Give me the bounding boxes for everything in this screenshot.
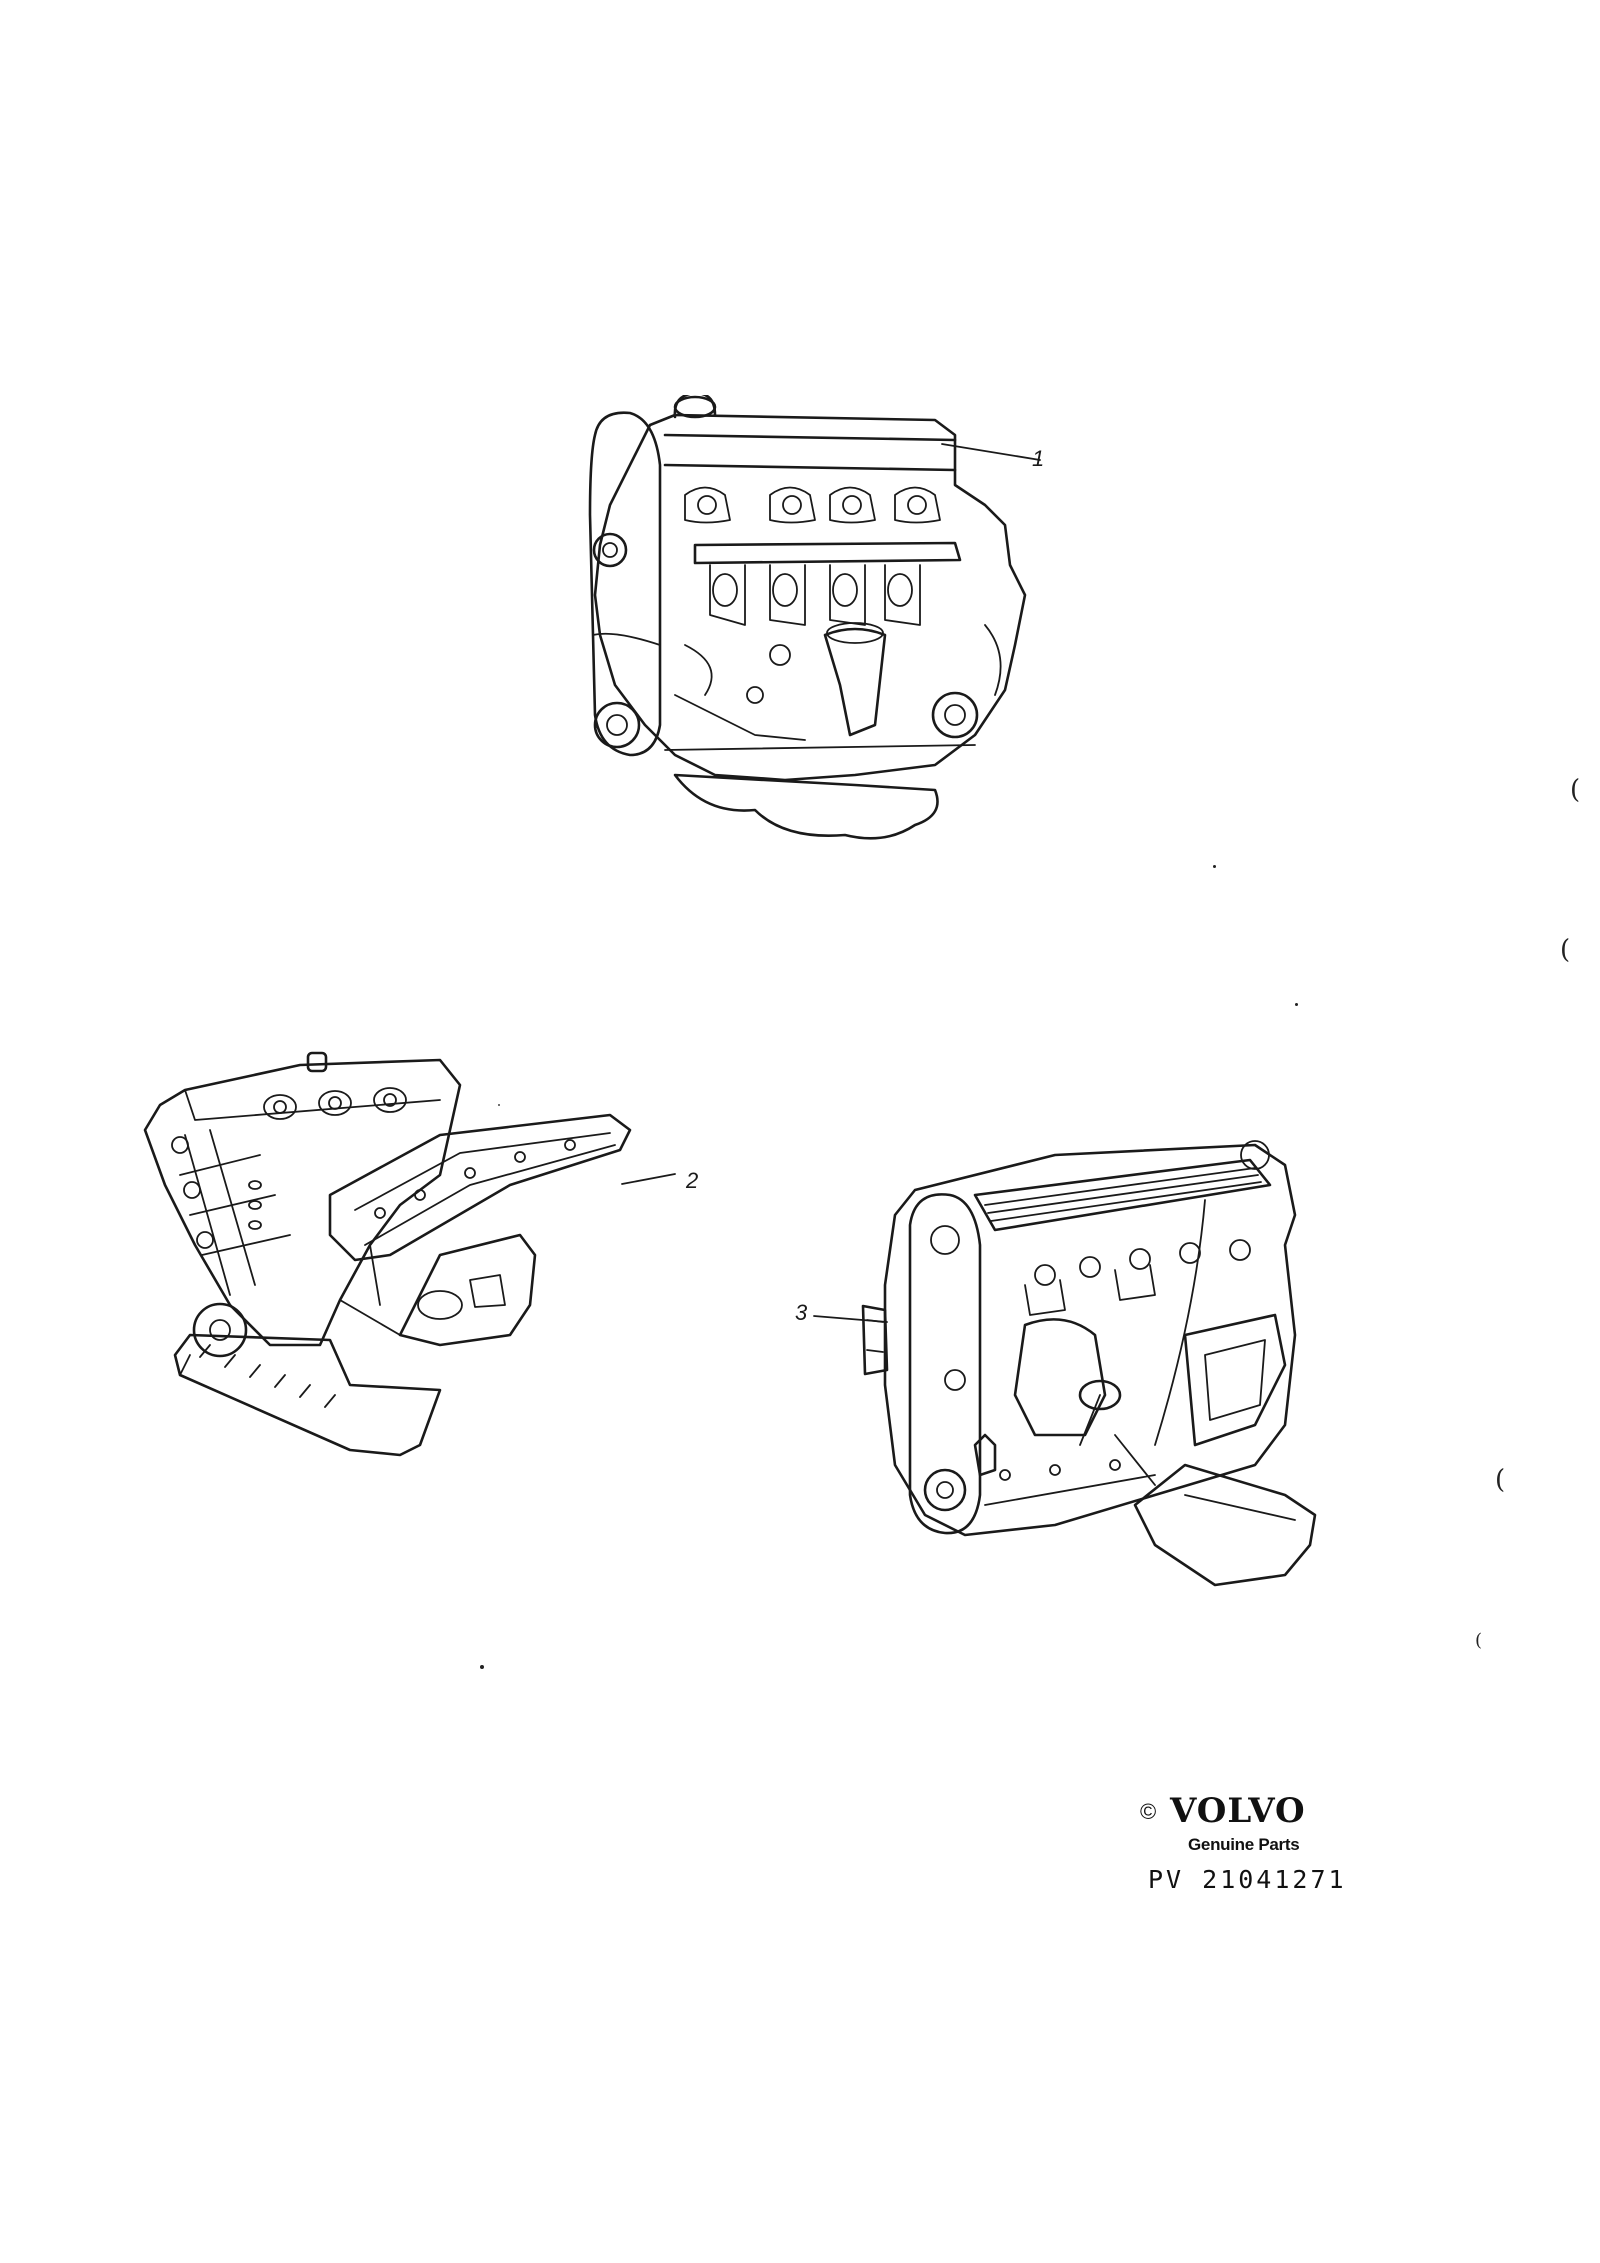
leader-line-3 — [813, 1315, 888, 1323]
leader-line-2 — [621, 1173, 676, 1185]
scan-dot — [1295, 1003, 1298, 1006]
scan-mark: ( — [1570, 775, 1581, 805]
scan-dot — [480, 1665, 484, 1669]
engine-illustration-2 — [143, 1051, 632, 1457]
scan-mark: ( — [1475, 1630, 1483, 1651]
scan-dot — [1213, 865, 1216, 868]
scan-mark: ( — [1560, 935, 1571, 965]
scan-mark: ( — [1495, 1465, 1506, 1495]
brand-subtitle: Genuine Parts — [1188, 1835, 1300, 1854]
leader-line-1 — [941, 443, 1041, 461]
scan-dot — [498, 1104, 500, 1106]
engine-illustration-3 — [883, 1140, 1317, 1587]
brand-logo: VOLVO — [1170, 1791, 1306, 1831]
engine-illustration-1 — [588, 395, 1027, 840]
callout-2: 2 — [686, 1168, 699, 1193]
callout-3: 3 — [795, 1300, 808, 1325]
copyright-symbol: © — [1140, 1799, 1157, 1824]
callout-1: 1 — [1032, 446, 1045, 471]
reference-code: PV 21041271 — [1148, 1865, 1347, 1894]
